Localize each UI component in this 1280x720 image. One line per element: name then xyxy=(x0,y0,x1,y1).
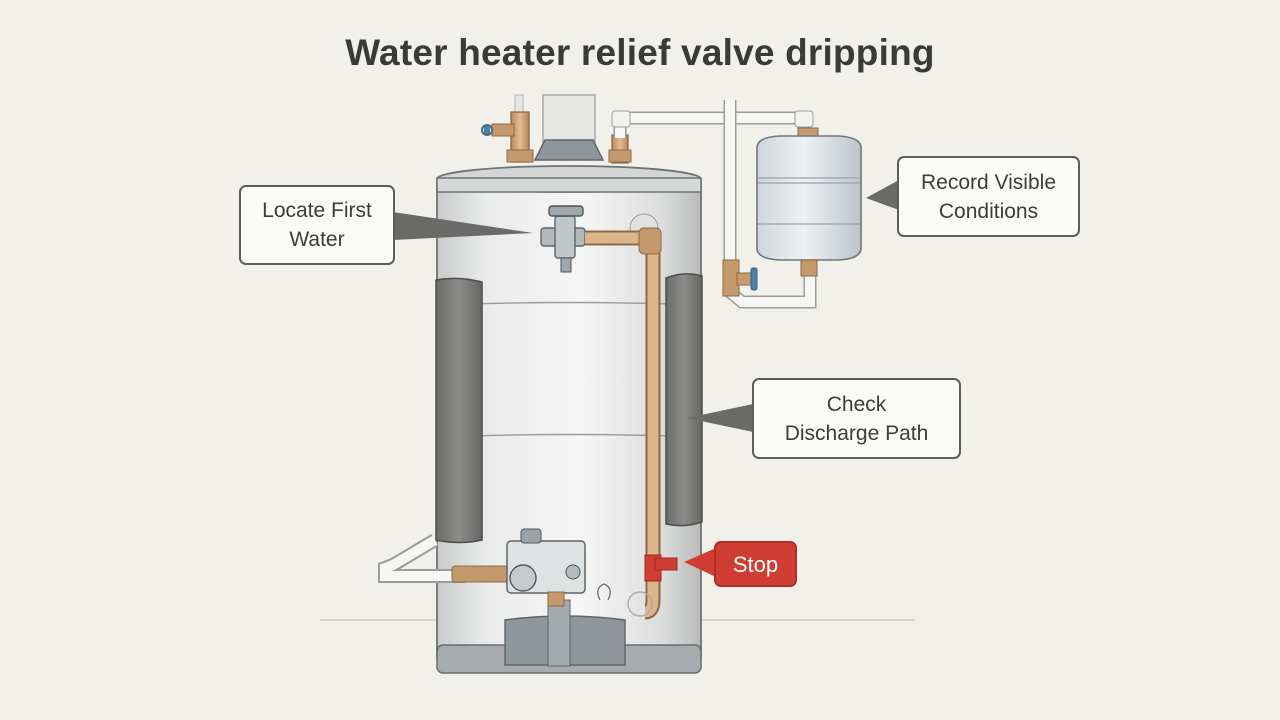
shutoff-valve-icon xyxy=(481,124,493,136)
stop-callout-pointer xyxy=(684,548,716,577)
locate-first-water-callout: Locate First Water xyxy=(239,185,395,265)
hot-outlet-pipe xyxy=(608,100,817,309)
check-callout-pointer xyxy=(687,404,753,432)
check-discharge-path-callout: Check Discharge Path xyxy=(752,378,961,459)
page-title: Water heater relief valve dripping xyxy=(345,32,935,73)
cold-inlet-pipe xyxy=(481,111,534,163)
record-callout-pointer xyxy=(866,180,899,210)
stop-callout: Stop xyxy=(714,541,797,587)
gas-line xyxy=(378,533,509,583)
locate-callout-pointer xyxy=(393,212,533,240)
water-heater-tank xyxy=(436,165,702,674)
tee-valve xyxy=(722,259,758,297)
record-visible-conditions-callout: Record Visible Conditions xyxy=(897,156,1080,237)
stop-marker xyxy=(644,554,678,582)
discharge-pipe xyxy=(585,227,662,620)
insulation-blanket xyxy=(435,273,703,544)
expansion-tank-icon xyxy=(756,127,862,277)
flue-pipe xyxy=(514,94,605,161)
gas-control-valve-icon xyxy=(506,528,611,607)
